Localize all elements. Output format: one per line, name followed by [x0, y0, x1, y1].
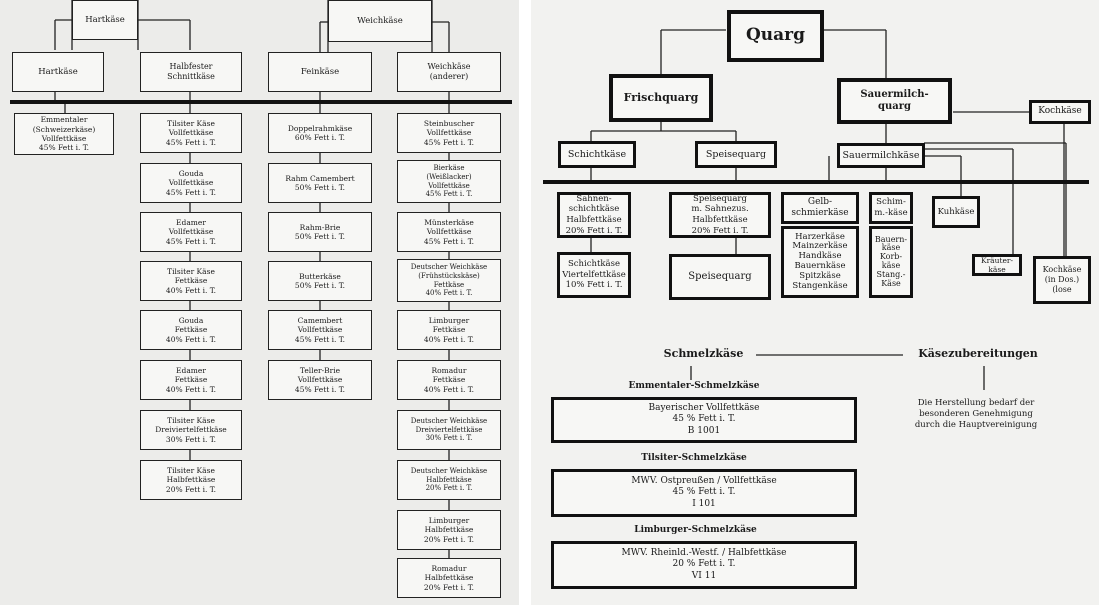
- fein-item-6: Teller-Brie Vollfettkäse 45% Fett i. T.: [268, 360, 372, 400]
- weich-item-2: Bierkäse (Weißlacker) Vollfettkäse 45% F…: [397, 160, 501, 203]
- fein-item-2: Rahm Camembert 50% Fett i. T.: [268, 163, 372, 203]
- weich-item-1: Steinbuscher Vollfettkäse 45% Fett i. T.: [397, 113, 501, 153]
- box-bauern-list: Bauern- käse Korb- käse Stang.- Käse: [869, 226, 913, 298]
- label-tilsiter-schmelzkaese: Tilsiter-Schmelzkäse: [641, 453, 747, 463]
- box-kuhkaese: Kuhkäse: [932, 196, 980, 228]
- cat-halbfester-schnittkaese: Halbfester Schnittkäse: [140, 52, 242, 92]
- box-mwv-rheinland-westfalen: MWV. Rheinld.-Westf. / Halbfettkäse 20 %…: [551, 541, 857, 589]
- fein-item-5: Camembert Vollfettkäse 45% Fett i. T.: [268, 310, 372, 350]
- halbfest-item-3: Edamer Vollfettkäse 45% Fett i. T.: [140, 212, 242, 252]
- box-speisequarg: Speisequarg: [695, 141, 777, 168]
- weich-item-8: Deutscher Weichkäse Halbfettkäse 20% Fet…: [397, 460, 501, 500]
- cat-feinkaese: Feinkäse: [268, 52, 372, 92]
- box-harzer-list: Harzerkäse Mainzerkäse Handkäse Bauernkä…: [781, 226, 859, 298]
- weich-item-5: Limburger Fettkäse 40% Fett i. T.: [397, 310, 501, 350]
- halbfest-item-1: Tilsiter Käse Vollfettkäse 45% Fett i. T…: [140, 113, 242, 153]
- cat-weichkaese-anderer: Weichkäse (anderer): [397, 52, 501, 92]
- weich-item-3: Münsterkäse Vollfettkäse 45% Fett i. T.: [397, 212, 501, 252]
- weich-item-4: Deutscher Weichkäse (Frühstückskäse) Fet…: [397, 259, 501, 302]
- box-schimmelkaese: Schim- m.-käse: [869, 192, 913, 224]
- box-sauermilchkaese: Sauermilchkäse: [837, 143, 925, 168]
- box-speisequarg-sahne: Speisequarg m. Sahnezus. Halbfettkäse 20…: [669, 192, 771, 238]
- box-kraeuterkaese: Kräuter- käse: [972, 254, 1022, 276]
- label-limburger-schmelzkaese: Limburger-Schmelzkäse: [634, 525, 757, 535]
- box-schichtkaese: Schichtkäse: [558, 141, 636, 168]
- quarg-cheese-chart: Quarg Frischquarg Sauermilch- quarg Koch…: [531, 0, 1099, 605]
- box-bayerischer-vollfettkaese: Bayerischer Vollfettkäse 45 % Fett i. T.…: [551, 397, 857, 443]
- weich-item-6: Romadur Fettkäse 40% Fett i. T.: [397, 360, 501, 400]
- box-frischquarg: Frischquarg: [609, 74, 713, 122]
- fein-item-1: Doppelrahmkäse 60% Fett i. T.: [268, 113, 372, 153]
- weich-item-10: Romadur Halbfettkäse 20% Fett i. T.: [397, 558, 501, 598]
- halbfest-item-6: Edamer Fettkäse 40% Fett i. T.: [140, 360, 242, 400]
- halbfest-item-7: Tilsiter Käse Dreiviertelfettkäse 30% Fe…: [140, 410, 242, 450]
- halbfest-item-8: Tilsiter Käse Halbfettkäse 20% Fett i. T…: [140, 460, 242, 500]
- weich-item-7: Deutscher Weichkäse Dreiviertelfettkäse …: [397, 410, 501, 450]
- box-mwv-ostpreussen: MWV. Ostpreußen / Vollfettkäse 45 % Fett…: [551, 469, 857, 517]
- kaesezubereitungen-note: Die Herstellung bedarf der besonderen Ge…: [914, 398, 1038, 431]
- cat-hartkaese: Hartkäse: [12, 52, 104, 92]
- right-connector-lines: [543, 29, 1089, 390]
- label-emmentaler-schmelzkaese: Emmentaler-Schmelzkäse: [628, 381, 760, 391]
- top-hartkaese: Hartkäse: [72, 0, 138, 40]
- box-kochkaese-top: Kochkäse: [1029, 100, 1091, 124]
- halbfest-item-5: Gouda Fettkäse 40% Fett i. T.: [140, 310, 242, 350]
- halbfest-item-2: Gouda Vollfettkäse 45% Fett i. T.: [140, 163, 242, 203]
- box-kochkaese-dose: Kochkäse (in Dos.) (lose: [1033, 256, 1091, 304]
- fein-item-3: Rahm-Brie 50% Fett i. T.: [268, 212, 372, 252]
- box-speisequarg-2: Speisequarg: [669, 254, 771, 300]
- hard-soft-cheese-chart: Hartkäse Weichkäse Hartkäse Halbfester S…: [0, 0, 519, 605]
- halbfest-item-4: Tilsiter Käse Fettkäse 40% Fett i. T.: [140, 261, 242, 301]
- box-gelbschmierkaese: Gelb- schmierkäse: [781, 192, 859, 224]
- weich-item-9: Limburger Halbfettkäse 20% Fett i. T.: [397, 510, 501, 550]
- box-schichtkaese-viertelfett: Schichtkäse Viertelfettkäse 10% Fett i. …: [557, 252, 631, 298]
- top-weichkaese: Weichkäse: [328, 0, 432, 42]
- label-kaesezubereitungen: Käsezubereitungen: [918, 347, 1038, 360]
- box-sauermilchquarg: Sauermilch- quarg: [837, 78, 952, 124]
- fein-item-4: Butterkäse 50% Fett i. T.: [268, 261, 372, 301]
- box-quarg: Quarg: [727, 10, 824, 62]
- box-sahnenschichtkaese: Sahnen- schichtkäse Halbfettkäse 20% Fet…: [557, 192, 631, 238]
- label-schmelzkaese: Schmelzkäse: [663, 347, 744, 360]
- hart-emmentaler: Emmentaler (Schweizerkäse) Vollfettkäse …: [14, 113, 114, 155]
